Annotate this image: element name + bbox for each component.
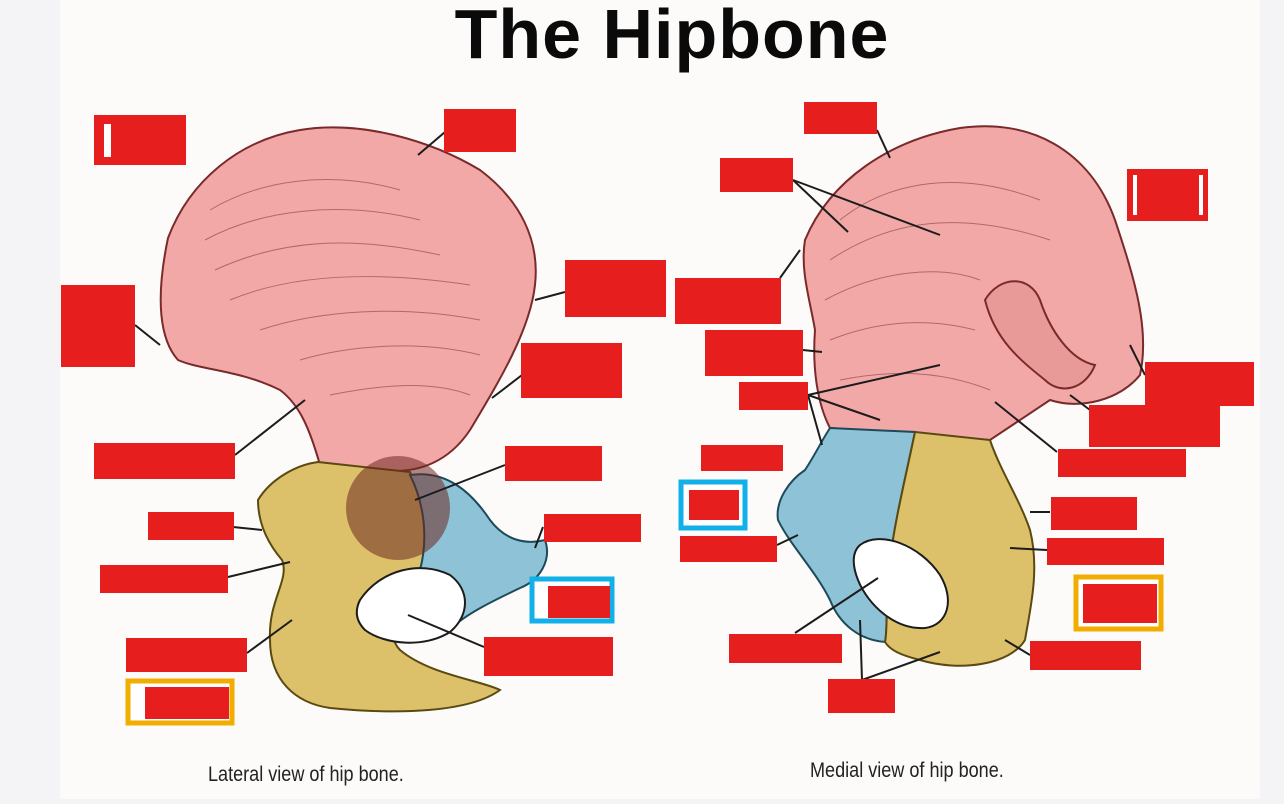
label-box-lat-11[interactable]: [484, 637, 613, 676]
label-box-med-10[interactable]: [1051, 497, 1137, 530]
label-box-med-4[interactable]: [705, 330, 803, 376]
label-boxes: [61, 102, 1254, 713]
label-box-lat-1[interactable]: [444, 109, 516, 152]
highlight-box-lat-red[interactable]: [94, 115, 186, 165]
medial-hipbone-figure: [776, 125, 1145, 667]
highlight-box-lat-yellow[interactable]: [125, 678, 235, 726]
label-box-med-8[interactable]: [701, 445, 783, 471]
label-box-lat-6[interactable]: [505, 446, 602, 481]
highlight-box-lat-blue[interactable]: [529, 576, 615, 624]
label-box-med-9[interactable]: [1058, 449, 1186, 477]
label-box-med-3[interactable]: [675, 278, 781, 324]
label-box-lat-7[interactable]: [148, 512, 234, 540]
lateral-ilium: [159, 126, 537, 472]
label-box-med-14[interactable]: [1030, 641, 1141, 670]
label-box-med-11[interactable]: [680, 536, 777, 562]
highlight-box-med-red[interactable]: [1127, 169, 1208, 221]
label-box-med-7[interactable]: [1089, 405, 1220, 447]
label-box-med-1[interactable]: [804, 102, 877, 134]
label-box-lat-8[interactable]: [544, 514, 641, 542]
page-title: The Hipbone: [454, 0, 890, 73]
label-box-med-6[interactable]: [1145, 362, 1254, 406]
label-box-lat-5[interactable]: [94, 443, 235, 479]
lateral-hipbone-figure: [159, 126, 548, 713]
label-box-med-12[interactable]: [1047, 538, 1164, 565]
label-box-lat-4[interactable]: [521, 343, 622, 398]
lateral-acetabulum: [346, 456, 450, 560]
label-box-lat-9[interactable]: [100, 565, 228, 593]
label-box-lat-2[interactable]: [61, 285, 135, 367]
highlight-box-med-blue[interactable]: [678, 479, 748, 531]
medial-auricular-surface: [983, 280, 1097, 390]
medial-view-caption: Medial view of hip bone.: [810, 759, 1004, 782]
leader-lines: [134, 129, 1146, 681]
label-box-med-2[interactable]: [720, 158, 793, 192]
lateral-view-caption: Lateral view of hip bone.: [208, 763, 404, 786]
medial-obturator-foramen: [852, 538, 949, 630]
label-box-med-13[interactable]: [729, 634, 842, 663]
label-box-med-15[interactable]: [828, 679, 895, 713]
label-box-lat-10[interactable]: [126, 638, 247, 672]
highlight-box-med-yellow[interactable]: [1073, 574, 1164, 632]
label-box-med-5[interactable]: [739, 382, 808, 410]
label-box-lat-3[interactable]: [565, 260, 666, 317]
